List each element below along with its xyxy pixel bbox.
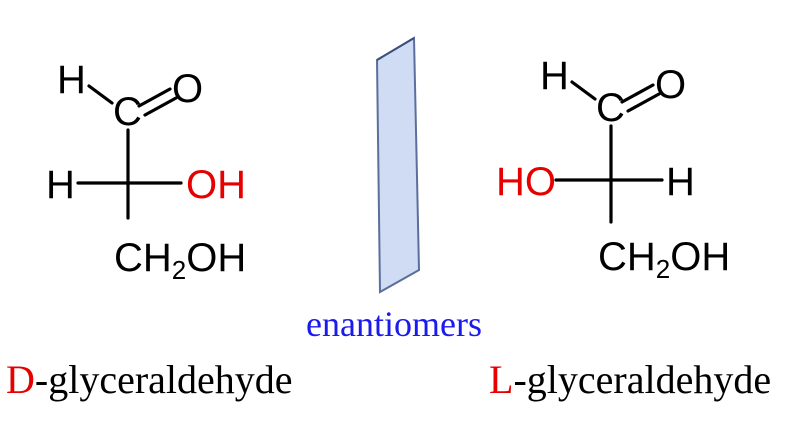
d-oh-right: OH bbox=[186, 163, 246, 207]
enantiomers-label: enantiomers bbox=[306, 304, 482, 344]
d-c-top: C bbox=[113, 90, 142, 134]
d-ch2oh: CH2OH bbox=[114, 236, 246, 285]
l-name-rest: -glyceraldehyde bbox=[513, 357, 771, 402]
l-oh-bottom: OH bbox=[670, 235, 730, 279]
l-c-top: C bbox=[596, 86, 625, 130]
l-ch: CH bbox=[598, 235, 656, 279]
d-subscript-2: 2 bbox=[172, 255, 186, 285]
d-bond-h-c bbox=[87, 84, 114, 105]
d-name-rest: -glyceraldehyde bbox=[35, 357, 293, 402]
l-glyceraldehyde-structure: H C O HO H CH2OH bbox=[496, 54, 730, 284]
d-double-bond-1 bbox=[137, 87, 172, 108]
d-glyceraldehyde-structure: H C O H OH CH2OH bbox=[46, 58, 246, 285]
l-bond-h-c bbox=[570, 80, 597, 101]
mirror-plane-top-edge bbox=[376, 37, 415, 61]
l-subscript-2: 2 bbox=[656, 254, 670, 284]
l-h-top: H bbox=[540, 54, 569, 98]
l-o-top: O bbox=[655, 63, 686, 107]
l-double-bond-1 bbox=[620, 83, 655, 104]
l-ho-left: HO bbox=[496, 160, 556, 204]
d-oh-bottom: OH bbox=[186, 236, 246, 280]
d-h-left: H bbox=[46, 163, 75, 207]
d-h-top: H bbox=[57, 58, 86, 102]
mirror-plane bbox=[375, 36, 421, 294]
d-prefix: D bbox=[6, 357, 35, 402]
d-ch: CH bbox=[114, 236, 172, 280]
l-glyceraldehyde-caption: L-glyceraldehyde bbox=[489, 357, 771, 402]
l-double-bond-2 bbox=[626, 92, 661, 113]
d-o-top: O bbox=[172, 67, 203, 111]
l-prefix: L bbox=[489, 357, 513, 402]
l-ch2oh: CH2OH bbox=[598, 235, 730, 284]
l-h-right: H bbox=[666, 160, 695, 204]
mirror-plane-shape bbox=[375, 36, 421, 294]
d-double-bond-2 bbox=[143, 96, 178, 117]
d-glyceraldehyde-caption: D-glyceraldehyde bbox=[6, 357, 293, 402]
